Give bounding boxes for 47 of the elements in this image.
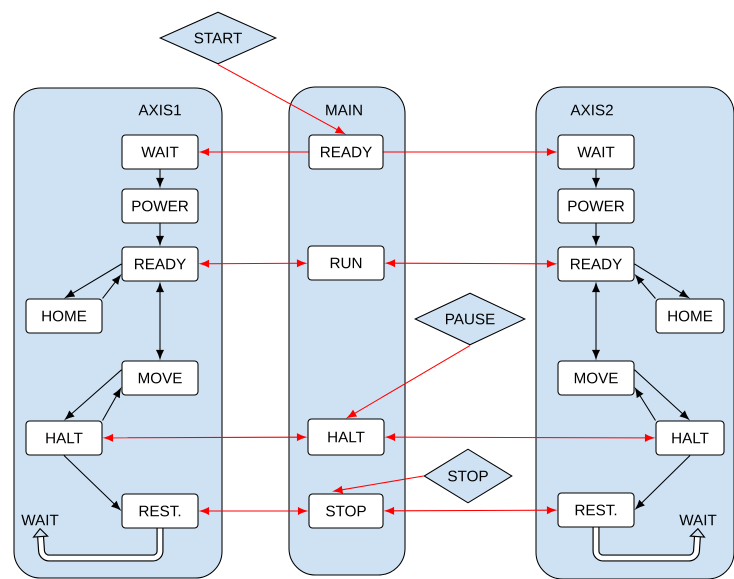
arrow [385,506,556,514]
arrow [386,260,556,268]
state-box: RUN [307,245,385,281]
state-box: POWER [121,188,199,224]
state-box: STOP [308,493,384,529]
arrow [200,507,307,515]
arrow [386,433,654,442]
arrow [384,148,556,156]
state-box: HALT [307,418,385,456]
arrow [200,260,306,268]
arrow [592,170,600,187]
arrow [102,275,121,299]
arrow [334,475,424,494]
arrow [156,224,164,245]
arrow [636,455,690,510]
arrow [156,170,164,187]
arrow [65,369,122,420]
state-box: READY [308,134,384,170]
arrow [65,264,122,298]
state-box: HALT [25,420,103,456]
state-box: READY [121,246,199,282]
state-box: MOVE [121,360,199,396]
arrow [102,388,121,421]
arrow [635,275,656,299]
arrow [200,148,308,156]
arrow [156,283,164,359]
state-box: HOME [25,298,103,334]
state-label: WAIT [21,514,58,526]
arrow [104,433,306,442]
state-box: REST. [557,492,635,528]
state-box: HOME [655,298,725,334]
arrow [218,64,345,134]
arrow [347,345,470,418]
arrow [634,264,689,298]
state-box: POWER [557,188,635,224]
state-box: WAIT [557,134,635,170]
state-box: MOVE [557,360,635,396]
arrow [64,455,120,510]
state-box: REST. [121,493,199,529]
arrow [635,388,656,421]
arrow [592,224,600,245]
state-box: WAIT [121,134,199,170]
state-box: HALT [655,420,725,456]
arrow [634,369,689,420]
arrow [592,283,600,359]
state-box: READY [557,246,635,282]
state-label: WAIT [679,514,716,526]
